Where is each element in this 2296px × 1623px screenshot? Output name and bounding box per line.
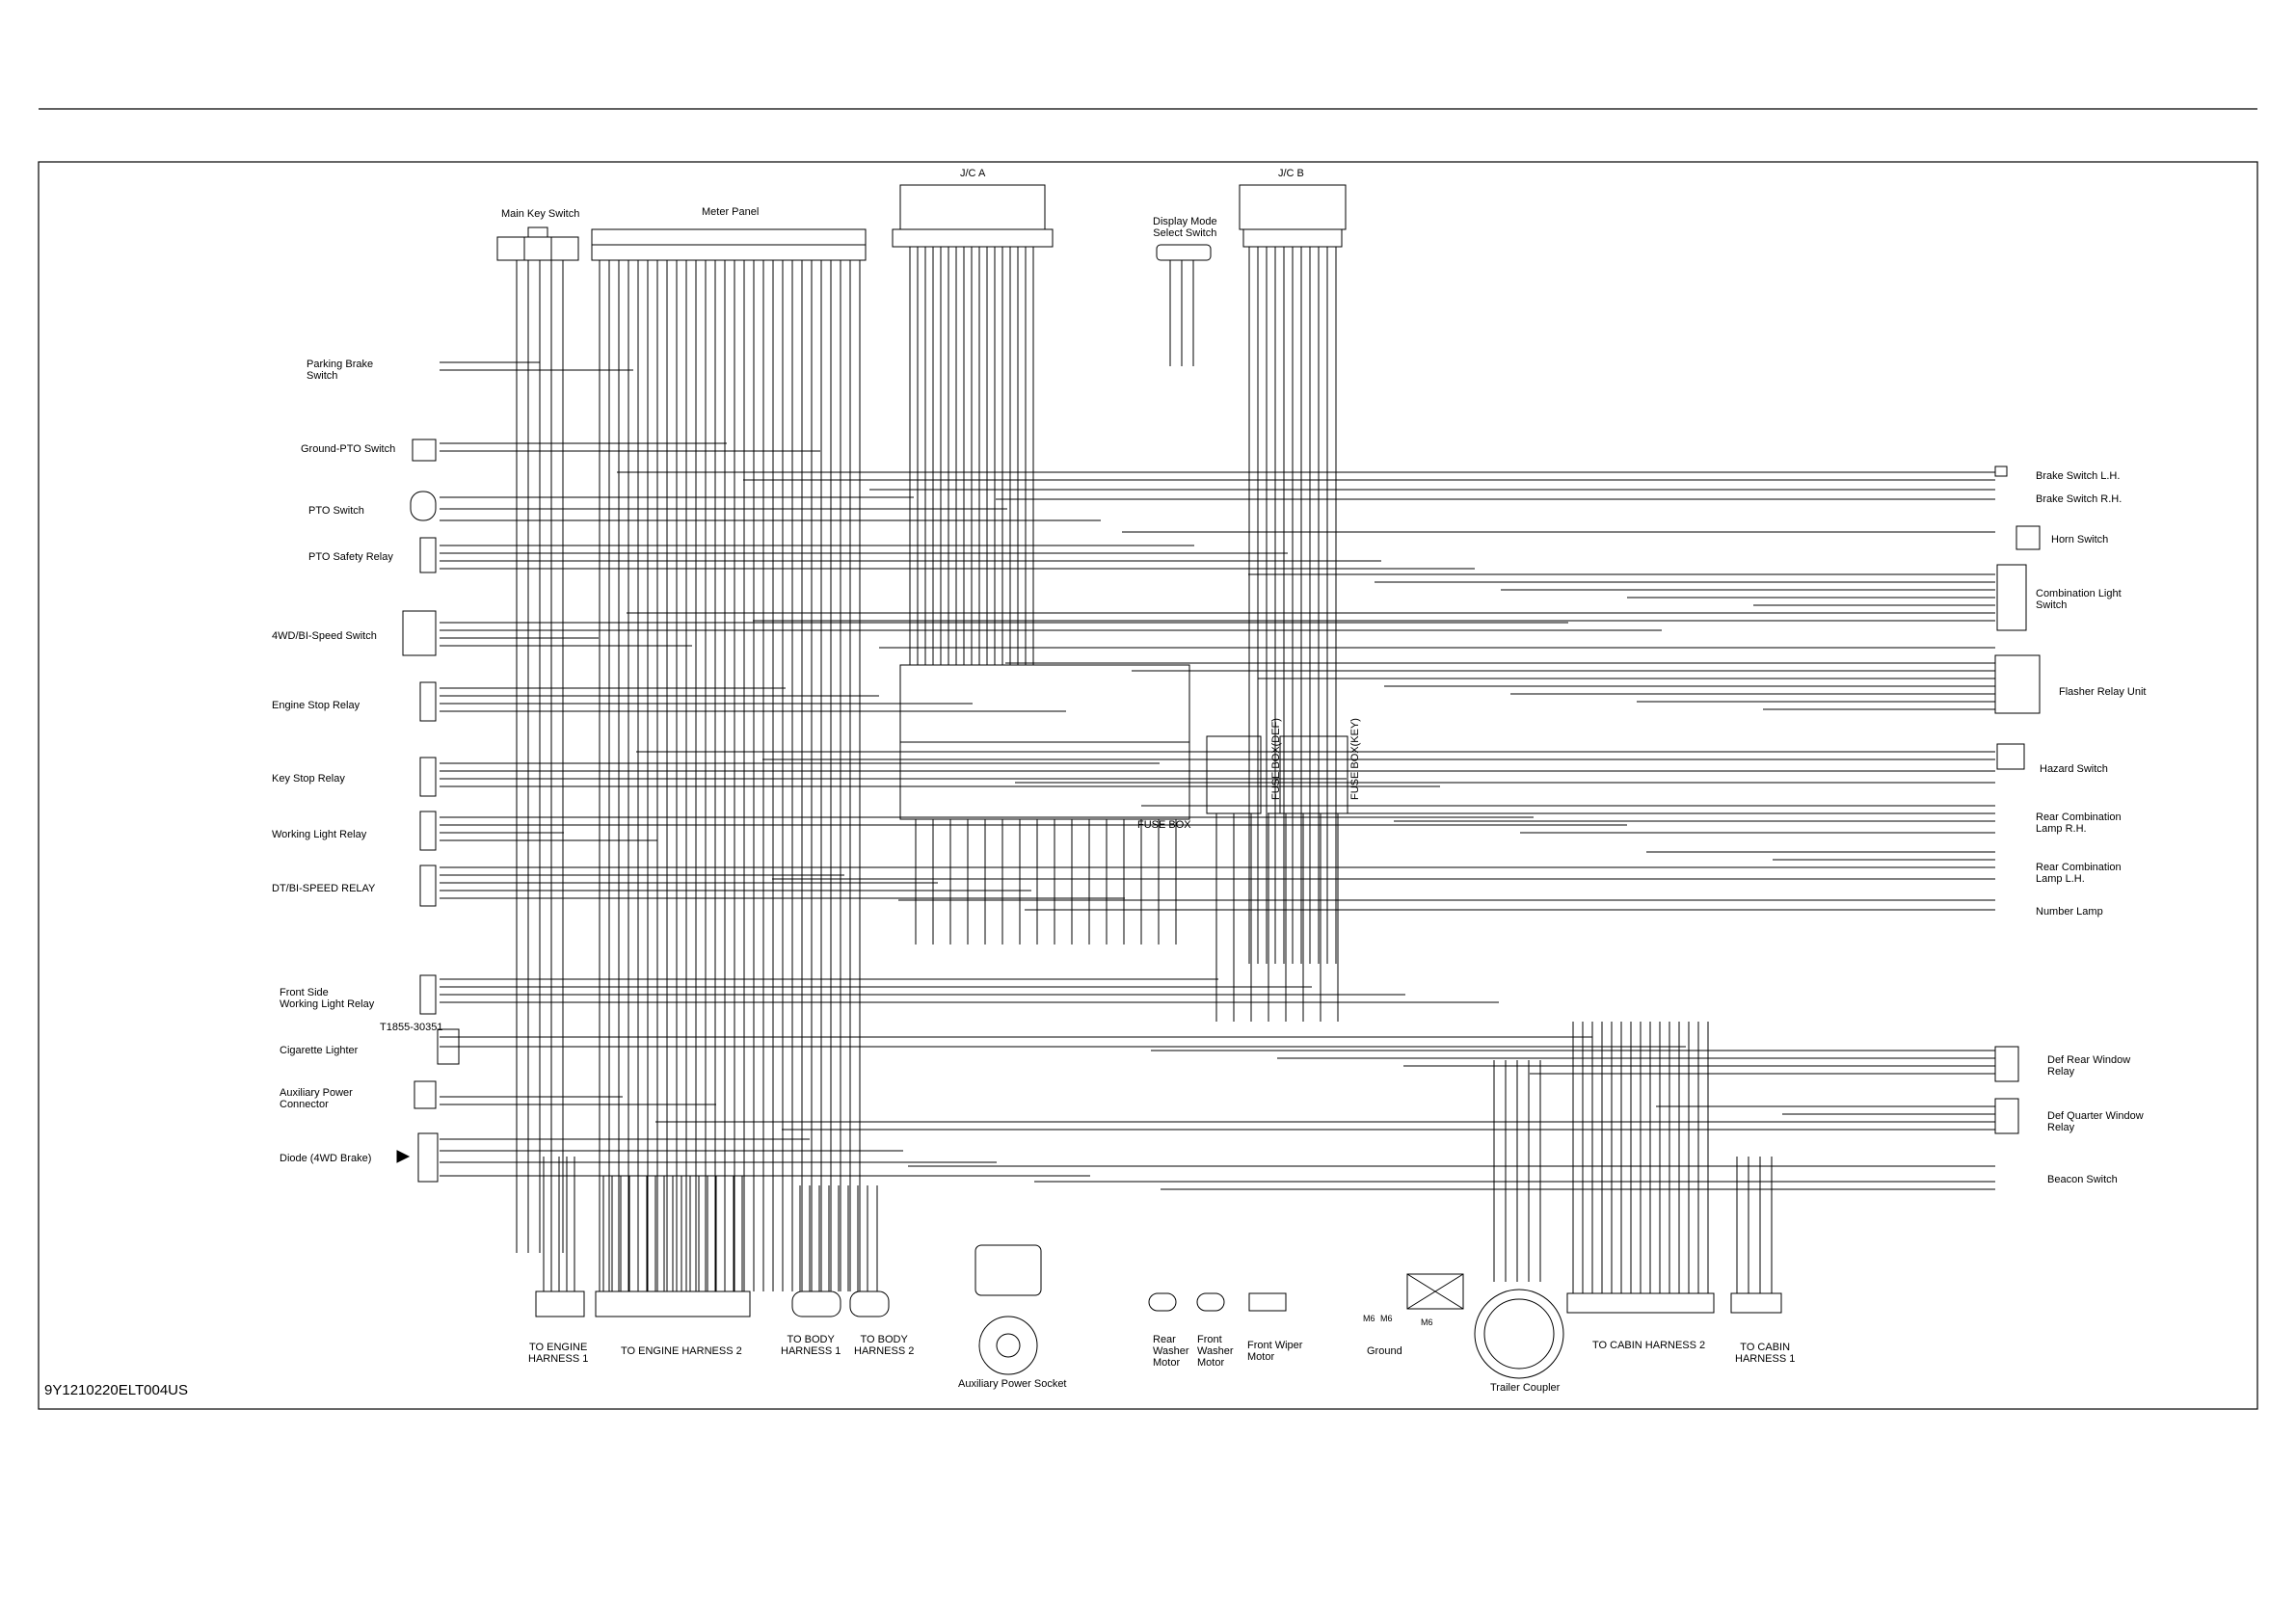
component-symbols — [396, 184, 2041, 1379]
to-engine-harness-1-label: TO ENGINE HARNESS 1 — [528, 1342, 589, 1365]
cigarette-lighter-label: Cigarette Lighter — [280, 1045, 359, 1056]
brake-switch-rh-label: Brake Switch R.H. — [2036, 493, 2122, 505]
diagram-frame — [38, 161, 2258, 1410]
jc-a-label: J/C A — [960, 168, 986, 179]
front-wiper-motor-label: Front Wiper Motor — [1247, 1340, 1303, 1363]
trailer-coupler-label: Trailer Coupler — [1490, 1382, 1561, 1394]
fourwd-bispeed-switch-label: 4WD/BI-Speed Switch — [272, 630, 377, 642]
number-lamp-label: Number Lamp — [2036, 906, 2103, 918]
def-rear-window-relay-label: Def Rear Window Relay — [2047, 1054, 2131, 1078]
horn-switch-label: Horn Switch — [2051, 534, 2109, 545]
front-side-working-light-relay-icon — [419, 974, 437, 1015]
to-engine-harness-2-label: TO ENGINE HARNESS 2 — [621, 1345, 742, 1357]
pto-switch-label: PTO Switch — [308, 505, 364, 517]
rear-washer-motor-icon — [1148, 1292, 1177, 1312]
m6-label-a: M6 — [1363, 1314, 1375, 1323]
ground-label: Ground — [1367, 1345, 1402, 1357]
flasher-relay-unit-icon — [1994, 654, 2041, 714]
pto-safety-relay-icon — [419, 537, 437, 573]
ground-pto-switch-label: Ground-PTO Switch — [301, 443, 396, 455]
cabin-harness-2-connector-icon — [1566, 1292, 1715, 1314]
rear-combination-lamp-rh-label: Rear Combination Lamp R.H. — [2036, 812, 2122, 835]
dt-bispeed-relay-icon — [419, 865, 437, 907]
body-harness-1-connector-icon — [791, 1290, 841, 1317]
meter-panel-label: Meter Panel — [702, 206, 760, 218]
auxiliary-power-connector-icon — [414, 1080, 437, 1109]
fuse-box-label: FUSE BOX — [1137, 819, 1191, 831]
fuse-box-def-icon — [1206, 735, 1262, 814]
main-key-switch-label: Main Key Switch — [501, 208, 580, 220]
dt-bispeed-relay-label: DT/BI-SPEED RELAY — [272, 883, 376, 894]
ground-pto-switch-connector-icon — [412, 439, 437, 462]
combination-light-switch-label: Combination Light Switch — [2036, 588, 2122, 611]
working-light-relay-icon — [419, 811, 437, 851]
figure-code: 9Y1210220ELT004US — [44, 1382, 189, 1398]
beacon-switch-label: Beacon Switch — [2047, 1174, 2118, 1185]
combination-light-switch-connector-icon — [1996, 564, 2027, 631]
body-harness-2-connector-icon — [849, 1290, 890, 1317]
engine-harness-2-connector-icon — [595, 1290, 751, 1317]
engine-stop-relay-icon — [419, 681, 437, 722]
jc-a-connector-icon — [899, 184, 1046, 230]
parking-brake-switch-label: Parking Brake Switch — [307, 359, 374, 382]
fuse-box-key-icon — [1279, 735, 1348, 814]
hazard-switch-connector-icon — [1996, 743, 2025, 770]
working-light-relay-label: Working Light Relay — [272, 829, 367, 840]
front-washer-motor-icon — [1196, 1292, 1225, 1312]
engine-harness-1-connector-icon — [535, 1290, 585, 1317]
display-mode-switch-connector-icon — [1156, 244, 1212, 261]
rear-combination-lamp-lh-label: Rear Combination Lamp L.H. — [2036, 862, 2122, 885]
diode-4wd-brake-icon — [417, 1132, 439, 1183]
diode-4wd-brake-label: Diode (4WD Brake) — [280, 1153, 372, 1164]
part-number-label: T1855-30351 — [380, 1022, 443, 1033]
to-body-harness-2-label: TO BODY HARNESS 2 — [854, 1334, 915, 1357]
flasher-relay-unit-label: Flasher Relay Unit — [2059, 686, 2147, 698]
key-stop-relay-icon — [419, 757, 437, 797]
rear-washer-motor-label: Rear Washer Motor — [1153, 1334, 1189, 1369]
m6-label-b: M6 — [1380, 1314, 1393, 1323]
auxiliary-power-socket-icon — [978, 1316, 1038, 1375]
auxiliary-power-socket-label: Auxiliary Power Socket — [958, 1378, 1067, 1390]
display-mode-select-switch-label: Display Mode Select Switch — [1153, 216, 1217, 239]
main-key-switch-connector-icon — [496, 236, 579, 261]
def-quarter-window-relay-label: Def Quarter Window Relay — [2047, 1110, 2144, 1133]
pto-safety-relay-label: PTO Safety Relay — [308, 551, 393, 563]
brake-switch-lh-label: Brake Switch L.H. — [2036, 470, 2121, 482]
cabin-harness-1-connector-icon — [1730, 1292, 1782, 1314]
auxiliary-power-connector-label: Auxiliary Power Connector — [280, 1087, 353, 1110]
def-quarter-window-relay-icon — [1994, 1098, 2019, 1134]
jc-b-connector-icon — [1239, 184, 1347, 230]
fourwd-switch-connector-icon — [402, 610, 437, 656]
def-rear-window-relay-icon — [1994, 1046, 2019, 1082]
jc-b-label: J/C B — [1278, 168, 1304, 179]
front-side-working-light-relay-label: Front Side Working Light Relay — [280, 987, 375, 1010]
fuse-box-key-label: FUSE BOX(KEY) — [1349, 718, 1361, 800]
fuse-box-def-label: FUSE BOX(DEF) — [1270, 718, 1282, 800]
to-cabin-harness-2-label: TO CABIN HARNESS 2 — [1592, 1340, 1706, 1351]
diode-icon — [396, 1150, 411, 1163]
to-body-harness-1-label: TO BODY HARNESS 1 — [781, 1334, 841, 1357]
front-wiper-motor-icon — [1248, 1292, 1287, 1312]
wire-bundle — [440, 247, 1995, 1293]
trailer-coupler-icon — [1474, 1289, 1564, 1379]
horn-switch-connector-icon — [2016, 525, 2041, 550]
cigarette-lighter-connector-icon — [437, 1028, 460, 1065]
ground-connector-icon — [1406, 1273, 1464, 1310]
front-washer-motor-label: Front Washer Motor — [1197, 1334, 1234, 1369]
hazard-switch-label: Hazard Switch — [2040, 763, 2108, 775]
pto-switch-connector-icon — [410, 491, 437, 521]
m6-label-c: M6 — [1421, 1317, 1433, 1327]
engine-stop-relay-label: Engine Stop Relay — [272, 700, 360, 711]
to-cabin-harness-1-label: TO CABIN HARNESS 1 — [1735, 1342, 1796, 1365]
key-stop-relay-label: Key Stop Relay — [272, 773, 345, 785]
brake-switch-lh-connector-icon — [1994, 466, 2008, 477]
